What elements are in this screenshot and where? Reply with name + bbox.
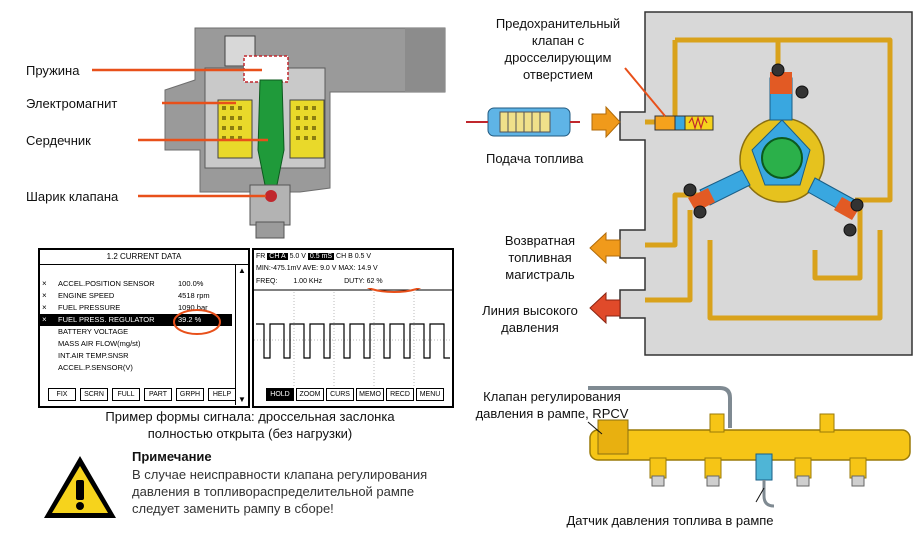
- scanner-screen: 1.2 CURRENT DATA × ACCEL.POSITION SENSOR 1…: [38, 248, 250, 408]
- scope-function-bar: HOLD ZOOM CURS MEMO RECD MENU: [252, 388, 450, 401]
- row-mark: ×: [42, 279, 47, 288]
- row-name: ACCEL.POSITION SENSOR: [58, 279, 155, 288]
- scope-header-3: FREQ: 1.00 KHz DUTY: 62 %: [256, 277, 383, 287]
- scanner-row: INT.AIR TEMP.SNSR: [40, 350, 232, 362]
- scanner-row: × ACCEL.POSITION SENSOR 100.0%: [40, 278, 232, 290]
- row-mark: ×: [42, 303, 47, 312]
- fuel-system-diagram: [466, 11, 913, 356]
- scroll-up-icon[interactable]: ▲: [238, 266, 246, 275]
- waveform-caption: Пример формы сигнала: дроссельная заслон…: [60, 408, 440, 442]
- label-rpcv: Клапан регулирования давления в рампе, R…: [452, 388, 652, 422]
- menu-button[interactable]: MENU: [416, 388, 444, 401]
- scope-header-2: MIN:-475.1mV AVE: 9.0 V MAX: 14.9 V: [256, 264, 378, 274]
- high-pressure-2: давления: [501, 320, 559, 335]
- row-name: FUEL PRESS. REGULATOR: [58, 315, 155, 324]
- part-button[interactable]: PART: [144, 388, 172, 401]
- return-line-1: Возвратная: [504, 233, 576, 248]
- scanner-scrollbar[interactable]: ▲ ▼: [235, 265, 248, 405]
- scroll-down-icon[interactable]: ▼: [238, 395, 246, 404]
- note-title: Примечание: [132, 449, 212, 464]
- caption-line-2: полностью открыта (без нагрузки): [147, 426, 353, 441]
- label-valve-ball: Шарик клапана: [26, 189, 119, 204]
- warning-icon: [44, 456, 116, 518]
- label-solenoid: Электромагнит: [26, 96, 118, 111]
- note-body: В случае неисправности клапана регулиров…: [132, 466, 427, 517]
- row-name: FUEL PRESSURE: [58, 303, 121, 312]
- row-value: 4518 rpm: [178, 291, 210, 300]
- scope-cha-val: 5.0 V: [289, 253, 306, 260]
- label-return-line: Возвратная топливная магистраль: [490, 232, 590, 283]
- help-button[interactable]: HELP: [208, 388, 236, 401]
- zoom-button[interactable]: ZOOM: [296, 388, 324, 401]
- row-name: ENGINE SPEED: [58, 291, 115, 300]
- row-value: 39.2 %: [178, 315, 202, 324]
- label-rail-sensor: Датчик давления топлива в рампе: [566, 513, 774, 528]
- relief-valve-line-1: Предохранительный: [495, 16, 621, 31]
- rpcv-line-2: давления в рампе, RPCV: [475, 406, 629, 421]
- label-high-pressure: Линия высокого давления: [470, 302, 590, 336]
- scanner-row: × FUEL PRESSURE 1090 bar: [40, 302, 232, 314]
- memo-button[interactable]: MEMO: [356, 388, 384, 401]
- row-name: INT.AIR TEMP.SNSR: [58, 351, 129, 360]
- fix-button[interactable]: FIX: [48, 388, 76, 401]
- full-button[interactable]: FULL: [112, 388, 140, 401]
- note-line-1: В случае неисправности клапана регулиров…: [132, 467, 428, 482]
- row-name: ACCEL.P.SENSOR(V): [58, 363, 133, 372]
- scope-waveform: [254, 288, 452, 388]
- scope-min: MIN:-475.1mV AVE:: [256, 265, 319, 272]
- curs-button[interactable]: CURS: [326, 388, 354, 401]
- scope-time: 0.5 mS: [307, 253, 335, 260]
- scanner-row: MASS AIR FLOW(mg/st): [40, 338, 232, 350]
- row-name: BATTERY VOLTAGE: [58, 327, 129, 336]
- valve-cross-section: [92, 27, 446, 239]
- fuel-rail: [587, 386, 911, 508]
- hold-button[interactable]: HOLD: [266, 388, 294, 401]
- scope-freq: 1.00 KHz: [293, 278, 323, 285]
- highlight-ellipse: [173, 309, 221, 335]
- caption-line-1: Пример формы сигнала: дроссельная заслон…: [105, 409, 395, 424]
- scope-chb: CH B 0.5 V: [336, 253, 372, 260]
- oscilloscope-screen: FR CH A 5.0 V 0.5 mS CH B 0.5 V MIN:-475…: [252, 248, 454, 408]
- scope-max-label: MAX:: [338, 265, 356, 272]
- grph-button[interactable]: GRPH: [176, 388, 204, 401]
- row-mark: ×: [42, 315, 47, 324]
- scrn-button[interactable]: SCRN: [80, 388, 108, 401]
- scope-header-1: FR CH A 5.0 V 0.5 mS CH B 0.5 V: [256, 252, 371, 262]
- row-value: 100.0%: [178, 279, 204, 288]
- row-mark: ×: [42, 291, 47, 300]
- note-line-3: следует заменить рампу в сборе!: [132, 501, 334, 516]
- scope-ave: 9.0 V: [320, 265, 337, 272]
- scope-cha: CH A: [267, 253, 288, 260]
- recd-button[interactable]: RECD: [386, 388, 414, 401]
- scanner-row: ACCEL.P.SENSOR(V): [40, 362, 232, 374]
- rpcv-line-1: Клапан регулирования: [483, 389, 621, 404]
- scanner-title: 1.2 CURRENT DATA: [40, 250, 248, 265]
- label-core: Сердечник: [26, 133, 91, 148]
- row-name: MASS AIR FLOW(mg/st): [58, 339, 141, 348]
- scope-duty: DUTY: 62 %: [344, 278, 383, 285]
- scanner-row: × ENGINE SPEED 4518 rpm: [40, 290, 232, 302]
- relief-valve-line-4: отверстием: [522, 67, 593, 82]
- label-fuel-supply: Подача топлива: [486, 151, 584, 166]
- return-line-2: топливная: [508, 250, 572, 265]
- label-relief-valve: Предохранительный клапан с дросселирующи…: [478, 15, 638, 83]
- label-spring: Пружина: [26, 63, 80, 78]
- scope-freq-label: FREQ:: [256, 278, 278, 285]
- scope-fr: FR: [256, 253, 266, 260]
- scanner-row: BATTERY VOLTAGE: [40, 326, 232, 338]
- note-line-2: давления в топливораспределительной рамп…: [132, 484, 415, 499]
- high-pressure-1: Линия высокого: [482, 303, 578, 318]
- relief-valve-line-3: дросселирующим: [504, 50, 612, 65]
- return-line-3: магистраль: [505, 267, 575, 282]
- relief-valve-line-2: клапан с: [531, 33, 585, 48]
- row-value: 1090 bar: [178, 303, 208, 312]
- scope-max: 14.9 V: [357, 265, 378, 272]
- scanner-row-selected: × FUEL PRESS. REGULATOR 39.2 %: [40, 314, 232, 326]
- scanner-function-bar: FIX SCRN FULL PART GRPH HELP: [38, 388, 246, 401]
